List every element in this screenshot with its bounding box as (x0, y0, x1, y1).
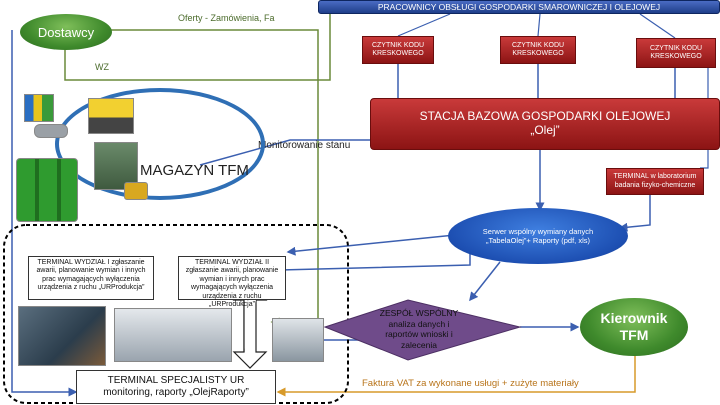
czytnik-label-2: CZYTNIK KODU KRESKOWEGO (511, 41, 565, 57)
terminal-specjalisty-line2: monitoring, raporty „OlejRaporty” (103, 387, 249, 398)
serwer-wspolny[interactable]: Serwer wspólny wymiany danych „TabelaOle… (448, 208, 628, 264)
terminal-wydzial-2[interactable]: TERMINAL WYDZIAŁ II zgłaszanie awarii, p… (178, 256, 286, 308)
cnc-machine-photo (272, 318, 324, 362)
banner-label: PRACOWNICY OBSŁUGI GOSPODARKI SMAROWNICZ… (377, 2, 661, 12)
kierownik-label: Kierownik TFM (600, 310, 668, 343)
label-wz: WZ (95, 62, 109, 72)
stacja-label-line2: „Olej” (530, 123, 560, 137)
terminal-laboratorium[interactable]: TERMINAL w laboratorium badania fizyko-c… (606, 168, 704, 195)
edge-faktura (276, 355, 636, 397)
label-monitorowanie: Monitorowanie stanu (258, 140, 351, 151)
stacja-bazowa[interactable]: STACJA BAZOWA GOSPODARKI OLEJOWEJ „Olej” (370, 98, 720, 150)
czytnik-kodu-3[interactable]: CZYTNIK KODU KRESKOWEGO (636, 38, 716, 68)
node-dostawcy[interactable]: Dostawcy (20, 14, 112, 50)
label-oferty: Oferty - Zamówienia, Fa (178, 13, 275, 23)
forklift-icon (88, 98, 134, 134)
czytnik-label-1: CZYTNIK KODU KRESKOWEGO (371, 41, 425, 57)
banner-pracownicy[interactable]: PRACOWNICY OBSŁUGI GOSPODARKI SMAROWNICZ… (318, 0, 720, 14)
czytnik-kodu-2[interactable]: CZYTNIK KODU KRESKOWEGO (500, 36, 576, 64)
magazyn-label: MAGAZYN TFM (140, 162, 249, 179)
terminal-specjalisty-line1: TERMINAL SPECJALISTY UR (107, 375, 245, 386)
node-kierownik[interactable]: Kierownik TFM (580, 298, 688, 356)
magazyn-ring (55, 88, 265, 200)
terminal-specjalisty[interactable]: TERMINAL SPECJALISTY UR monitoring, rapo… (76, 370, 276, 404)
workshop-photo (18, 306, 106, 366)
terminal-w1-label: TERMINAL WYDZIAŁ I zgłaszanie awarii, pl… (36, 259, 146, 292)
oil-machine-icon (94, 142, 138, 190)
stacja-label-line1: STACJA BAZOWA GOSPODARKI OLEJOWEJ (419, 109, 671, 124)
wrench-icon (34, 124, 68, 138)
serwer-label: Serwer wspólny wymiany danych „TabelaOle… (482, 227, 594, 245)
lathe-machine-photo (114, 308, 232, 362)
czytnik-kodu-1[interactable]: CZYTNIK KODU KRESKOWEGO (362, 36, 434, 64)
fuel-pump-icon (24, 94, 54, 122)
zespol-text: ZESPÓŁ WSPÓLNY analiza danych i raportów… (372, 308, 466, 351)
terminal-lab-label: TERMINAL w laboratorium badania fizyko-c… (613, 173, 697, 189)
dostawcy-label: Dostawcy (37, 24, 95, 40)
czytnik-label-3: CZYTNIK KODU KRESKOWEGO (649, 44, 703, 60)
edge-dostawcy-down (11, 30, 78, 397)
zespol-title: ZESPÓŁ WSPÓLNY (379, 308, 459, 318)
zespol-diamond (323, 299, 522, 361)
oil-can-icon (124, 182, 148, 200)
zespol-body: analiza danych i raportów wnioski i zale… (385, 318, 453, 350)
terminal-w2-label: TERMINAL WYDZIAŁ II zgłaszanie awarii, p… (185, 259, 279, 308)
oil-barrels-icon (16, 158, 78, 222)
terminal-wydzial-1[interactable]: TERMINAL WYDZIAŁ I zgłaszanie awarii, pl… (28, 256, 154, 300)
label-faktura: Faktura VAT za wykonane usługi + zużyte … (362, 378, 579, 389)
